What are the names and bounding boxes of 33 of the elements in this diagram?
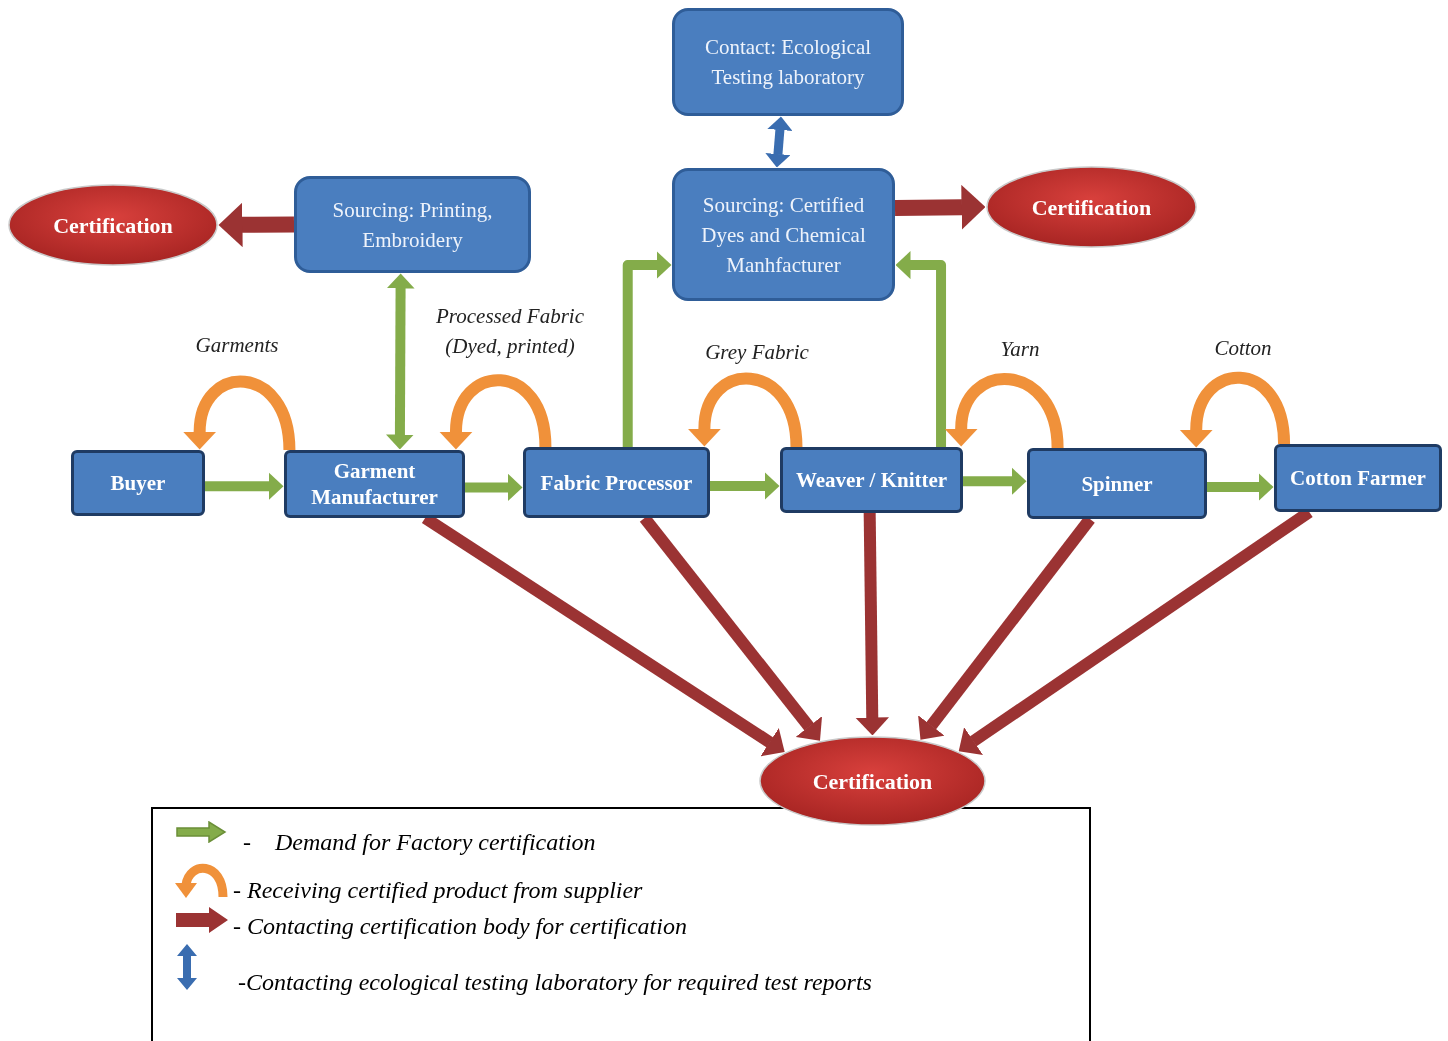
sourcing-box: Sourcing: Certified Dyes and Chemical Manhfacturer [672,168,895,301]
arrow [855,512,890,736]
process-box: Weaver / Knitter [780,447,963,513]
arrow [963,467,1027,496]
process-box: Cotton Farmer [1274,444,1442,512]
sourcing-box: Sourcing: Printing, Embroidery [294,176,531,273]
process-box: Garment Manufacturer [284,450,465,518]
certification-ellipse: Certification [986,166,1197,248]
process-box: Buyer [71,450,205,516]
curved-arrow [687,372,803,448]
curved-arrow [1179,371,1291,448]
sourcing-box: Contact: Ecological Testing laboratory [672,8,904,116]
process-box: Fabric Processor [523,447,710,518]
legend-text: - Contacting certification body for certification [233,912,687,941]
arrow [218,202,295,248]
arrow [1207,473,1274,502]
curved-arrow [183,375,296,451]
certification-ellipse: Certification [8,184,218,266]
legend-text: -Contacting ecological testing laboratory for required test reports [238,968,872,997]
arrow [465,473,523,502]
arrow [710,472,780,501]
arrow [894,184,986,230]
double-arrow [765,116,793,168]
curved-arrow [944,373,1064,449]
legend-text: - Receiving certified product from supplier [233,876,643,905]
process-box: Spinner [1027,448,1207,519]
arrow [205,472,284,501]
arrow [895,251,947,447]
arrow [622,251,672,447]
double-arrow [385,273,415,450]
certification-ellipse: Certification [759,736,986,826]
curved-arrow [439,374,552,450]
legend-text: - Demand for Factory certification [243,828,596,857]
